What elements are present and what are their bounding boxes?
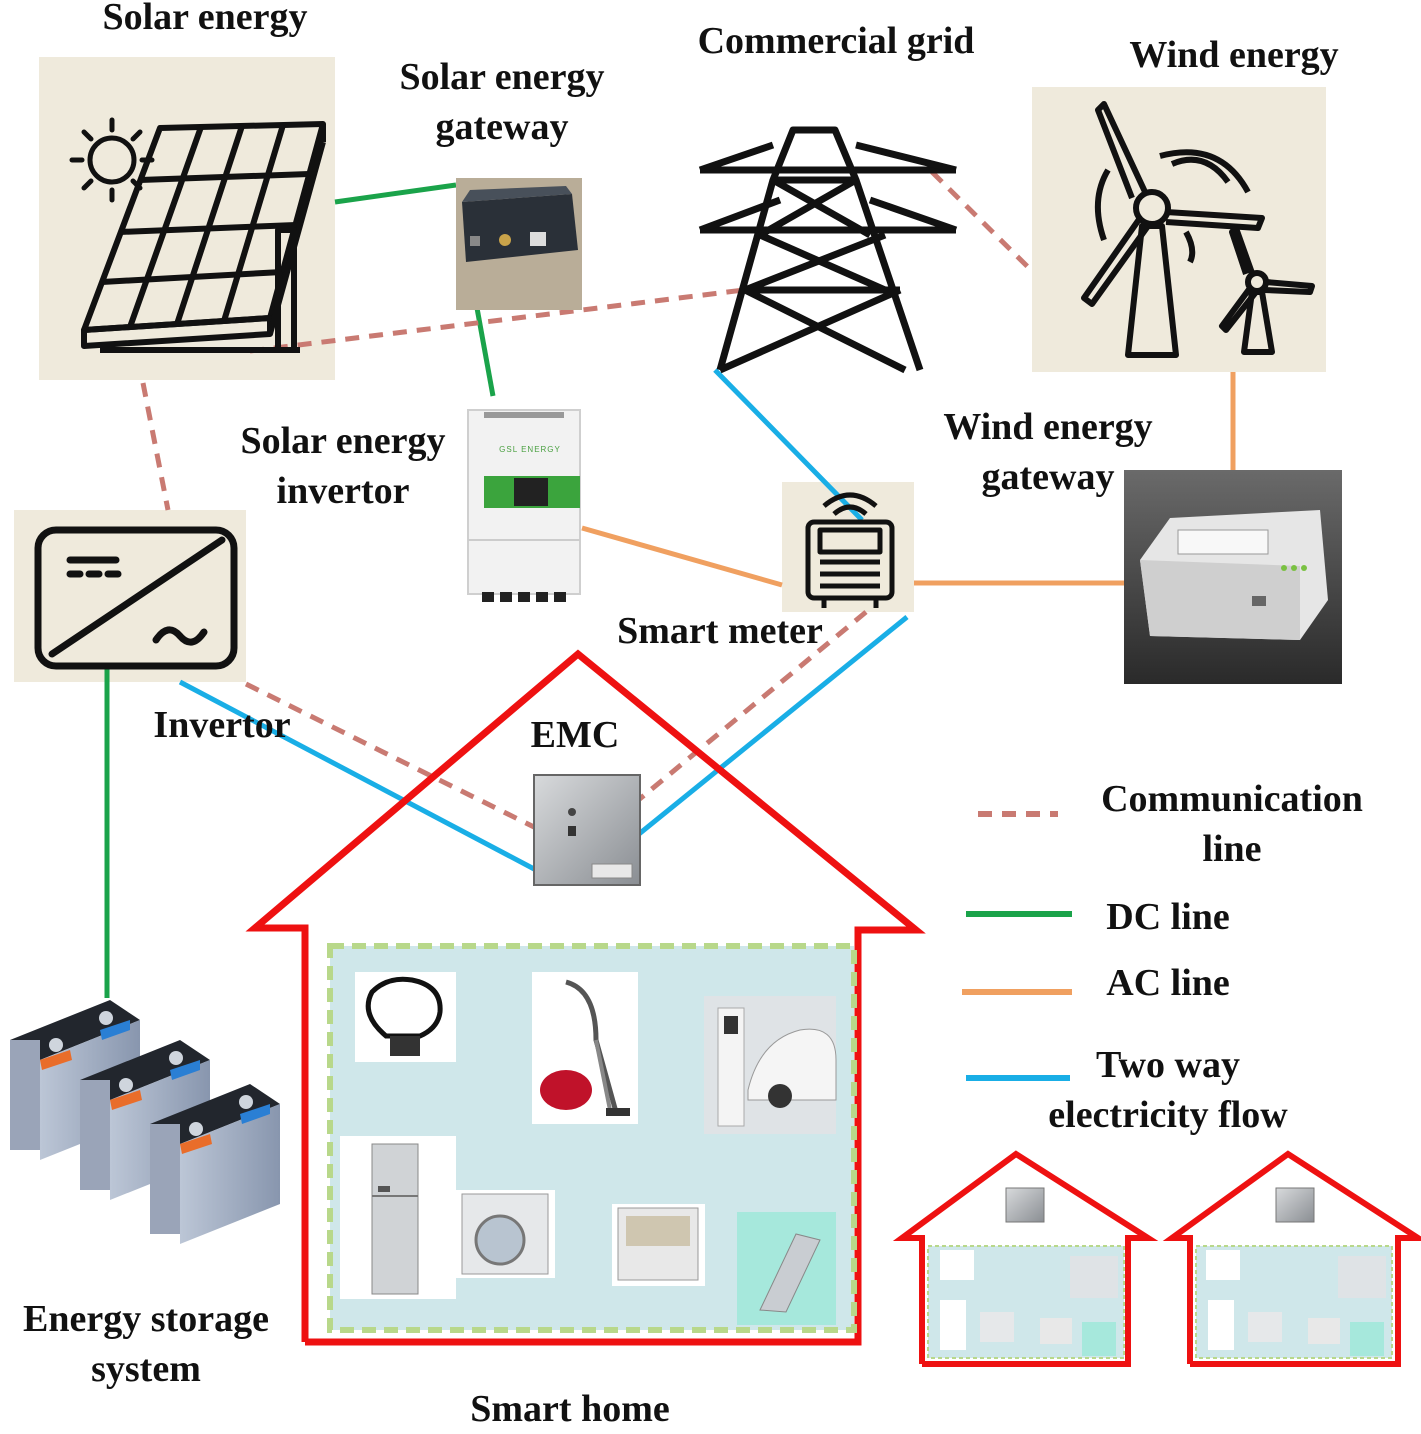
legend-two-way-label: Two way electricity flow bbox=[1030, 1040, 1306, 1140]
legend-ac-label: AC line bbox=[1106, 962, 1230, 1004]
connection-lines bbox=[104, 170, 1236, 998]
label-smart-meter: Smart meter bbox=[617, 610, 823, 652]
battery-icon bbox=[10, 1000, 280, 1244]
legend bbox=[962, 811, 1072, 1081]
two-way-line-meter-emc bbox=[632, 615, 909, 840]
label-wind-gateway-line1: Wind energy bbox=[943, 406, 1153, 448]
label-invertor: Invertor bbox=[153, 704, 291, 746]
label-solar-gateway-line1: Solar energy bbox=[399, 56, 605, 98]
label-energy-storage-line2: system bbox=[91, 1348, 201, 1390]
emc-cabinet-icon bbox=[533, 774, 641, 886]
label-commercial-grid: Commercial grid bbox=[697, 20, 975, 62]
label-solar-invertor-line2: invertor bbox=[276, 470, 410, 512]
battery-3 bbox=[150, 1084, 280, 1244]
label-wind-energy-gateway: Wind energy gateway bbox=[920, 402, 1176, 502]
legend-dc-label: DC line bbox=[1106, 896, 1230, 938]
legend-communication-line1: Communication bbox=[1101, 778, 1363, 820]
sun-icon bbox=[69, 117, 155, 203]
two-way-line-invertor-emc bbox=[178, 679, 538, 873]
legend-communication-label: Communication line bbox=[1082, 774, 1382, 874]
solar-panel-icon bbox=[81, 121, 326, 353]
comm-line-invertor-emc bbox=[244, 681, 538, 831]
dc-line-panel-gateway bbox=[334, 182, 457, 205]
small-house-2 bbox=[1162, 1150, 1421, 1367]
invertor-icon bbox=[34, 526, 238, 670]
smart-meter-icon bbox=[805, 492, 895, 608]
label-solar-gateway-line2: gateway bbox=[435, 106, 569, 148]
label-energy-storage-line1: Energy storage bbox=[23, 1298, 269, 1340]
laptop-icon bbox=[737, 1212, 836, 1325]
wind-gateway-device-icon bbox=[1124, 470, 1342, 684]
comm-line-meter-emc bbox=[634, 610, 868, 804]
transmission-tower-icon bbox=[698, 126, 958, 374]
legend-communication-line2: line bbox=[1202, 828, 1262, 870]
dishwasher-icon bbox=[612, 1204, 705, 1286]
wind-energy-box bbox=[1032, 87, 1326, 372]
label-solar-energy-invertor: Solar energy invertor bbox=[218, 416, 468, 516]
wind-turbine-icon bbox=[1081, 101, 1315, 358]
gateway-device-icon bbox=[456, 178, 582, 310]
label-solar-invertor-line1: Solar energy bbox=[240, 420, 446, 462]
legend-two-way-line1: Two way bbox=[1096, 1044, 1240, 1086]
refrigerator-icon bbox=[340, 1136, 456, 1299]
inverter-unit-icon: GSL ENERGY bbox=[467, 409, 581, 602]
label-wind-energy: Wind energy bbox=[1129, 34, 1339, 76]
dc-line-gateway-inverter bbox=[474, 307, 496, 397]
legend-two-way-line2: electricity flow bbox=[1048, 1094, 1288, 1136]
vacuum-cleaner-icon bbox=[532, 972, 638, 1124]
ac-line-inverter-meter bbox=[581, 525, 783, 588]
ev-charger-icon bbox=[704, 996, 837, 1134]
inverter-panel-text: GSL ENERGY bbox=[499, 445, 561, 454]
comm-line-panel-invertor bbox=[140, 382, 171, 511]
washing-machine-icon bbox=[456, 1190, 555, 1278]
invertor-box bbox=[14, 510, 246, 682]
comm-line-panel-grid bbox=[249, 285, 761, 354]
label-solar-energy-gateway: Solar energy gateway bbox=[372, 52, 632, 152]
comm-line-grid-wind bbox=[930, 170, 1036, 275]
label-wind-gateway-line2: gateway bbox=[981, 456, 1115, 498]
label-solar-energy: Solar energy bbox=[102, 0, 308, 38]
light-bulb-icon bbox=[355, 972, 456, 1062]
label-smart-home: Smart home bbox=[470, 1388, 670, 1430]
small-house-1 bbox=[892, 1150, 1159, 1367]
label-emc: EMC bbox=[530, 714, 620, 756]
label-energy-storage-system: Energy storage system bbox=[0, 1294, 292, 1394]
